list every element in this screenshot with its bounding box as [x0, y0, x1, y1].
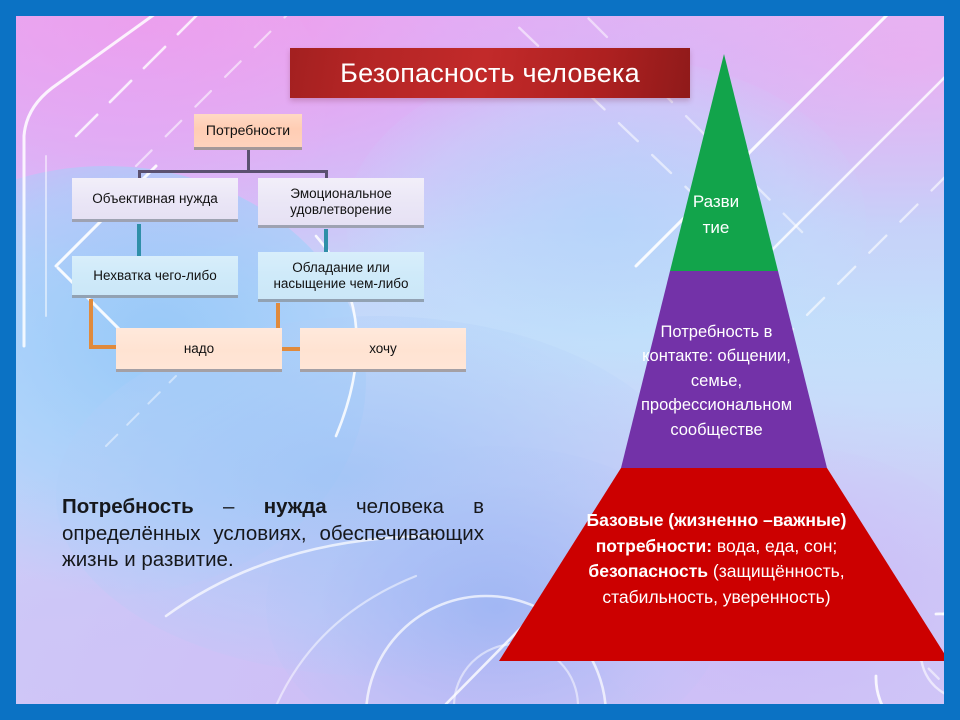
connector-bracket-left [138, 170, 141, 180]
flow-node-hochu[interactable]: хочу [300, 328, 466, 372]
pyramid-text-basic: Базовые (жизненно –важные) потребности: … [509, 508, 924, 610]
pyramid-text-regular: (защищённость, [708, 561, 845, 582]
connector-stem-potrebnosti [247, 150, 250, 172]
pyramid-text-line: Базовые (жизненно –важные) [509, 508, 924, 534]
flow-node-nado[interactable]: надо [116, 328, 282, 372]
page-title: Безопасность человека [290, 48, 690, 98]
pyramid-text-line: профессиональном [640, 396, 793, 415]
definition-paragraph: Потребность – нужда человека в определён… [62, 494, 484, 574]
pyramid-text-regular: вода, еда, сон; [712, 535, 838, 556]
pyramid-text-line: безопасность (защищённость, [509, 559, 924, 585]
connector-vertical-left [137, 224, 141, 257]
needs-pyramid: Разви тие Потребность в контакте: общени… [471, 46, 944, 671]
flow-node-potrebnosti[interactable]: Потребности [194, 114, 302, 150]
pyramid-level-development[interactable] [670, 54, 778, 271]
pyramid-text-contact: Потребность в контакте: общении, семье, … [559, 320, 874, 442]
connector-vertical-obladanie [276, 303, 280, 331]
pyramid-text-line: стабильность, уверенность) [602, 586, 831, 607]
flow-node-label: Потребности [205, 122, 291, 139]
definition-term-1: Потребность [62, 495, 194, 518]
flow-node-label: надо [183, 340, 215, 356]
flow-node-possession[interactable]: Обладание или насыщение чем-либо [258, 252, 424, 302]
flow-node-lack-of-something[interactable]: Нехватка чего-либо [72, 256, 238, 298]
flow-node-label: Эмоциональное удовлетворение [290, 185, 392, 217]
pyramid-level-contact[interactable] [621, 271, 827, 468]
connector-bracket-horizontal [138, 170, 328, 173]
flow-node-objective-need[interactable]: Объективная нужда [72, 178, 238, 222]
connector-link-nado-hochu [281, 347, 303, 351]
connector-bracket-right [325, 170, 328, 180]
pyramid-text-bold: Базовые (жизненно –важные) [586, 510, 847, 530]
pyramid-text-line: Потребность в [660, 323, 773, 341]
definition-term-2: нужда [263, 495, 327, 518]
pyramid-shapes [499, 54, 944, 661]
pyramid-text-line: сообществе [670, 420, 763, 439]
flow-node-label: Объективная нужда [92, 190, 218, 206]
pyramid-text-bold: безопасность [588, 561, 709, 582]
flow-node-label: Нехватка чего-либо [93, 267, 217, 283]
slide-canvas: Безопасность человека Потребности Объект… [16, 16, 944, 704]
connector-elbow-vertical-left [89, 299, 93, 349]
flow-node-emotional-satisfaction[interactable]: Эмоциональное удовлетворение [258, 178, 424, 228]
pyramid-text-line: Разви [692, 192, 740, 211]
pyramid-text-line: семье, [690, 371, 743, 390]
flow-node-label: хочу [369, 340, 397, 356]
pyramid-level-basic[interactable] [499, 468, 944, 661]
flow-node-label: Обладание или насыщение чем-либо [273, 259, 409, 291]
pyramid-text-line: тие [702, 218, 730, 238]
pyramid-text-line: потребности: вода, еда, сон; [509, 534, 924, 560]
pyramid-text-bold: потребности: [595, 535, 713, 556]
pyramid-text-development: Разви тие [621, 189, 811, 242]
connector-vertical-right [324, 229, 328, 253]
definition-rest: человека в определённых условиях, обеспе… [62, 495, 484, 572]
connector-elbow-horizontal-left [89, 345, 119, 349]
pyramid-text-line: контакте: общении, [642, 347, 791, 366]
definition-dash: – [193, 495, 264, 518]
